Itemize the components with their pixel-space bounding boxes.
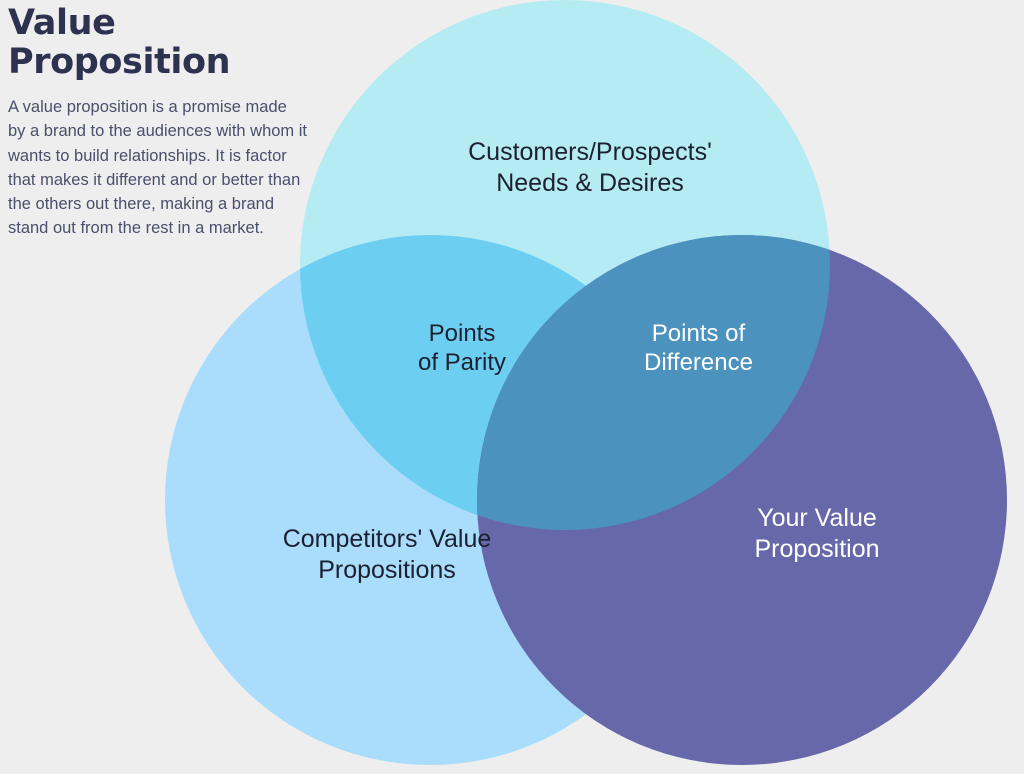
venn-label-your-value: Your Value Proposition (754, 504, 880, 563)
venn-label-competitors: Competitors' Value Propositions (282, 525, 492, 584)
page-title: Value Proposition (8, 3, 231, 82)
venn-label-points-of-parity: Points of Parity (417, 320, 507, 377)
intro-block: Value Proposition A value proposition is… (8, 4, 308, 241)
intro-paragraph: A value proposition is a promise made by… (8, 98, 308, 238)
venn-label-points-of-difference: Points of Difference (644, 320, 753, 377)
venn-label-customers: Customers/Prospects' Needs & Desires (468, 138, 712, 197)
